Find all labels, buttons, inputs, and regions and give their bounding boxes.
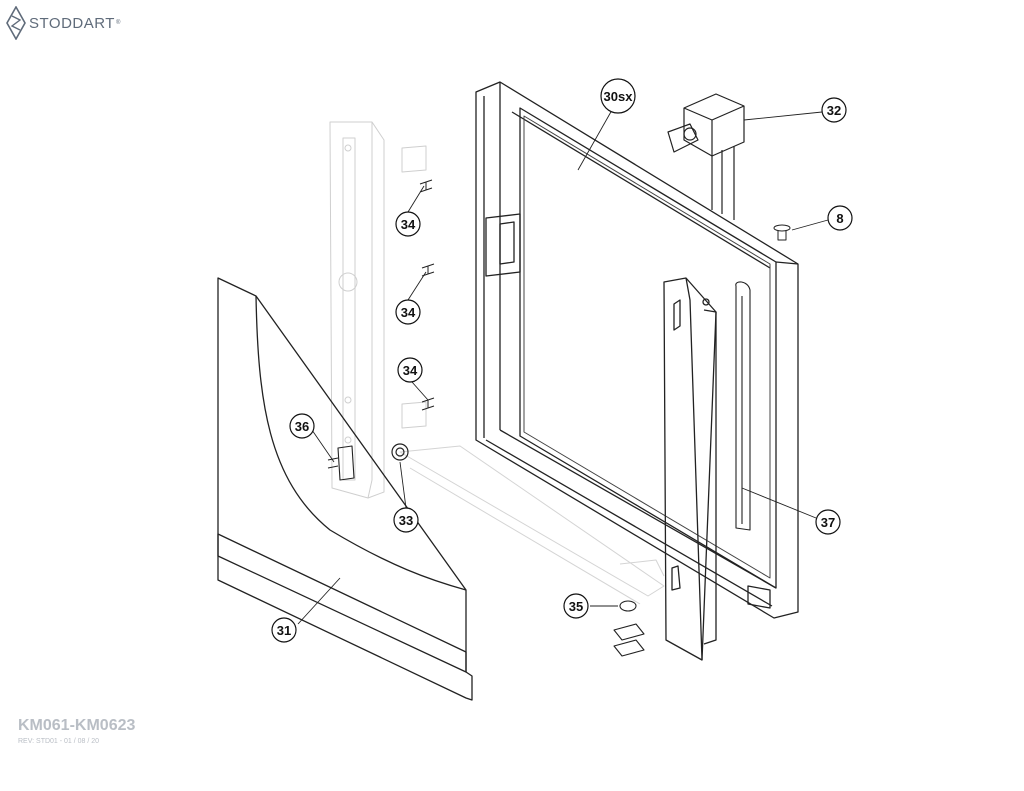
door-frame: [475, 81, 799, 619]
callout-8: 8: [827, 205, 853, 231]
hinge-box: [667, 93, 745, 220]
door-handle-upright: [663, 277, 717, 661]
callout-32: 32: [821, 97, 847, 123]
callout-34: 34: [395, 299, 421, 325]
callout-34: 34: [397, 357, 423, 383]
brand-registered-mark: ®: [115, 20, 121, 26]
callout-label: 35: [569, 599, 583, 614]
callout-label: 37: [821, 515, 835, 530]
callout-label: 36: [295, 419, 309, 434]
callout-33: 33: [393, 507, 419, 533]
ghost-rail: [399, 445, 665, 605]
callout-label: 31: [277, 623, 291, 638]
outer-glass-panel: [217, 277, 473, 701]
callout-31: 31: [271, 617, 297, 643]
ghost-hinge-bracket: [329, 121, 427, 499]
callout-label: 8: [836, 211, 843, 226]
callout-label: 30sx: [604, 89, 634, 104]
callout-36: 36: [289, 413, 315, 439]
leader-lines: [297, 109, 829, 625]
knob-part: [391, 443, 409, 461]
glass-panel: [523, 115, 771, 579]
small-screws: [419, 179, 435, 411]
revision-text: REV: STD01 - 01 / 08 / 20: [18, 738, 100, 745]
screw-part: [773, 224, 791, 241]
foot-part: [613, 600, 645, 657]
diamond-logo-icon: [6, 6, 26, 40]
model-number: KM061-KM0623: [18, 717, 136, 734]
callout-label: 34: [401, 217, 416, 232]
gasket-tube: [735, 281, 751, 531]
connector-part: [327, 445, 355, 481]
callout-34: 34: [395, 211, 421, 237]
callout-35: 35: [563, 593, 589, 619]
callout-37: 37: [815, 509, 841, 535]
brand-name: STODDART: [29, 14, 115, 32]
callout-label: 32: [827, 103, 841, 118]
brand-logo: STODDART®: [6, 6, 120, 40]
callout-label: 34: [401, 305, 416, 320]
callout-label: 33: [399, 513, 413, 528]
callout-label: 34: [403, 363, 418, 378]
callout-30sx: 30sx: [600, 78, 636, 114]
callout-bubbles: 30sx 32 8 34 34 34 36 33: [271, 78, 853, 643]
